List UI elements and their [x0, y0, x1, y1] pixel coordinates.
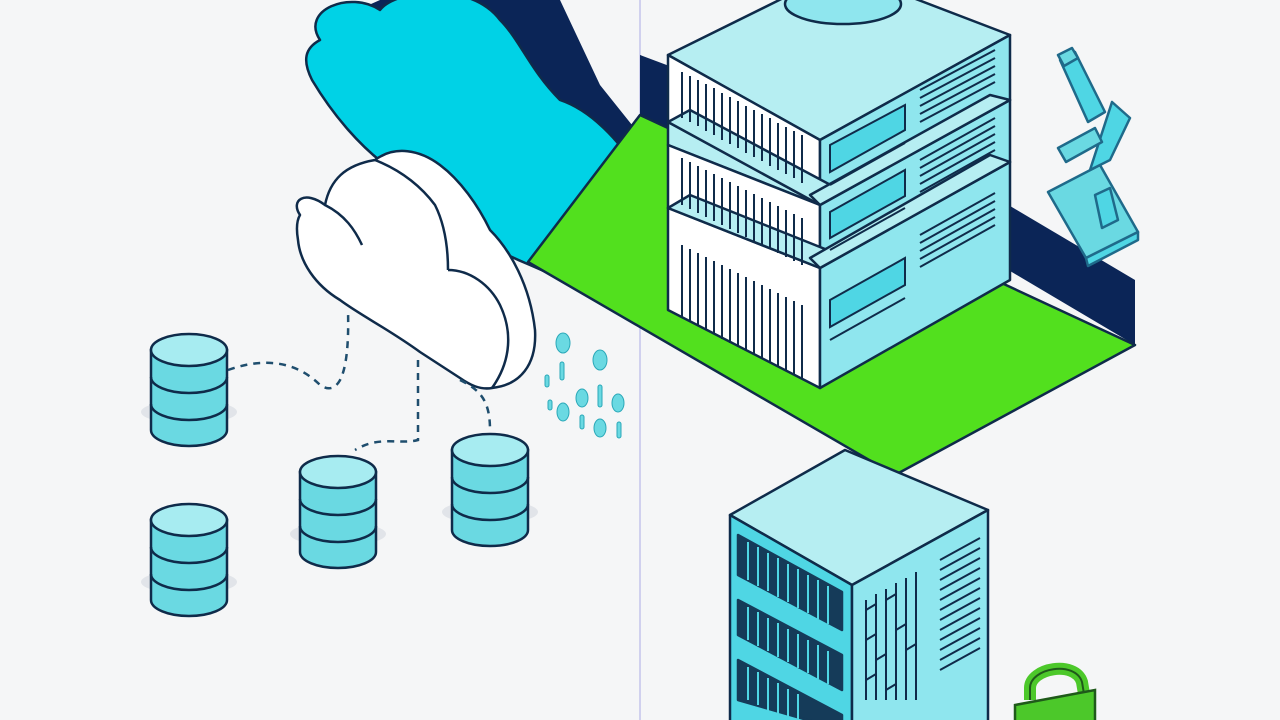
- server-vents-left: [681, 72, 803, 379]
- server-vents-bottom: [747, 542, 829, 720]
- binary-data-icon: [544, 332, 625, 439]
- microscope-icon: [1046, 46, 1140, 268]
- lock-icon: [1013, 662, 1097, 720]
- server-circuit-pattern: [865, 537, 981, 700]
- cloud-outline-icon: [295, 149, 537, 390]
- database-icon: [288, 454, 388, 570]
- database-icon: [139, 332, 239, 448]
- server-vents-right: [829, 49, 996, 341]
- database-icon: [440, 432, 540, 548]
- server-rack-icon: [666, 0, 1012, 390]
- network-connections: [227, 309, 492, 452]
- database-icon: [139, 502, 239, 618]
